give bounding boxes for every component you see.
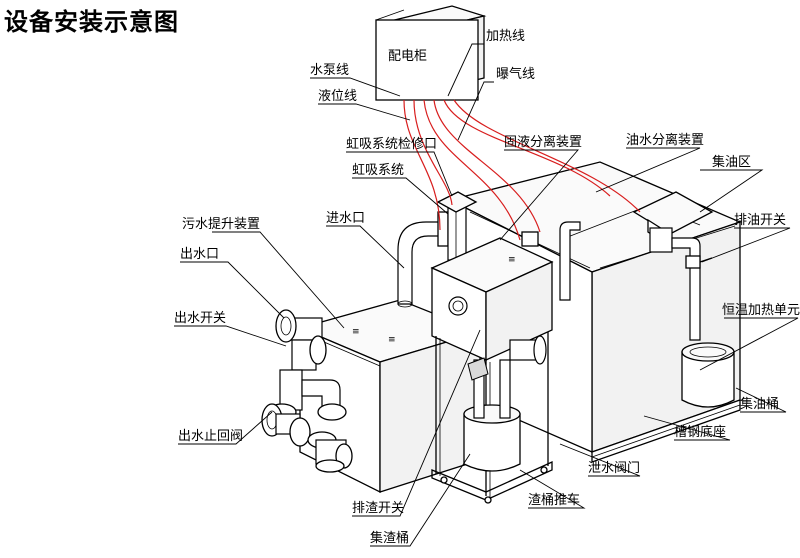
slag-discharge-valve: [509, 335, 547, 365]
outlet-label: 出水口: [180, 247, 219, 262]
oil-water-separator-label: 油水分离装置: [626, 132, 704, 148]
oil-bucket-label: 集油桶: [740, 396, 779, 412]
slag-switch-label: 排渣开关: [352, 501, 404, 516]
aeration-wire-label: 曝气线: [496, 66, 535, 82]
solid-liquid-separator: ≡: [430, 237, 554, 362]
solid-liquid-separator-label: 固液分离装置: [504, 134, 582, 150]
heating-unit-label: 恒温加热单元: [722, 303, 800, 318]
page-title: 设备安装示意图: [4, 8, 179, 36]
steel-base-label: 槽钢底座: [674, 424, 726, 440]
pump-wire-label: 水泵线: [310, 63, 349, 78]
siphon-system: [436, 191, 478, 261]
leader-lines: [174, 43, 799, 547]
oil-zone-label: 集油区: [712, 154, 751, 170]
control-wires: [403, 99, 641, 241]
oil-switch-label: 排油开关: [734, 213, 786, 228]
control-cabinet-label: 配电柜: [388, 49, 427, 64]
siphon-port-label: 虹吸系统检修口: [346, 137, 437, 152]
level-wire-label: 液位线: [318, 89, 357, 104]
inlet-label: 进水口: [326, 211, 365, 226]
check-valve-label: 出水止回阀: [178, 429, 243, 444]
outlet-pipework: [267, 309, 347, 421]
heating-wire-label: 加热线: [486, 29, 525, 44]
svg-text:≡: ≡: [508, 255, 516, 265]
slag-cart-label: 渣桶推车: [528, 492, 580, 508]
steel-channel-base: [591, 399, 741, 463]
svg-text:≡: ≡: [352, 327, 360, 337]
outlet-switch-label: 出水开关: [174, 311, 226, 326]
control-cabinet: [375, 5, 487, 101]
check-valves: [261, 403, 353, 473]
slag-bucket: [463, 357, 521, 472]
slag-cart: [431, 332, 553, 504]
oil-zone-cover: [632, 191, 714, 253]
siphon-system-label: 虹吸系统: [352, 163, 404, 178]
slag-bucket-label: 集渣桶: [370, 530, 409, 546]
sewage-lift-label: 污水提升装置: [182, 216, 260, 232]
svg-text:≡: ≡: [388, 335, 396, 345]
overflow-pipe: [521, 221, 581, 301]
oil-bucket: [681, 342, 735, 408]
drain-valve-label: 泄水阀门: [588, 461, 640, 476]
